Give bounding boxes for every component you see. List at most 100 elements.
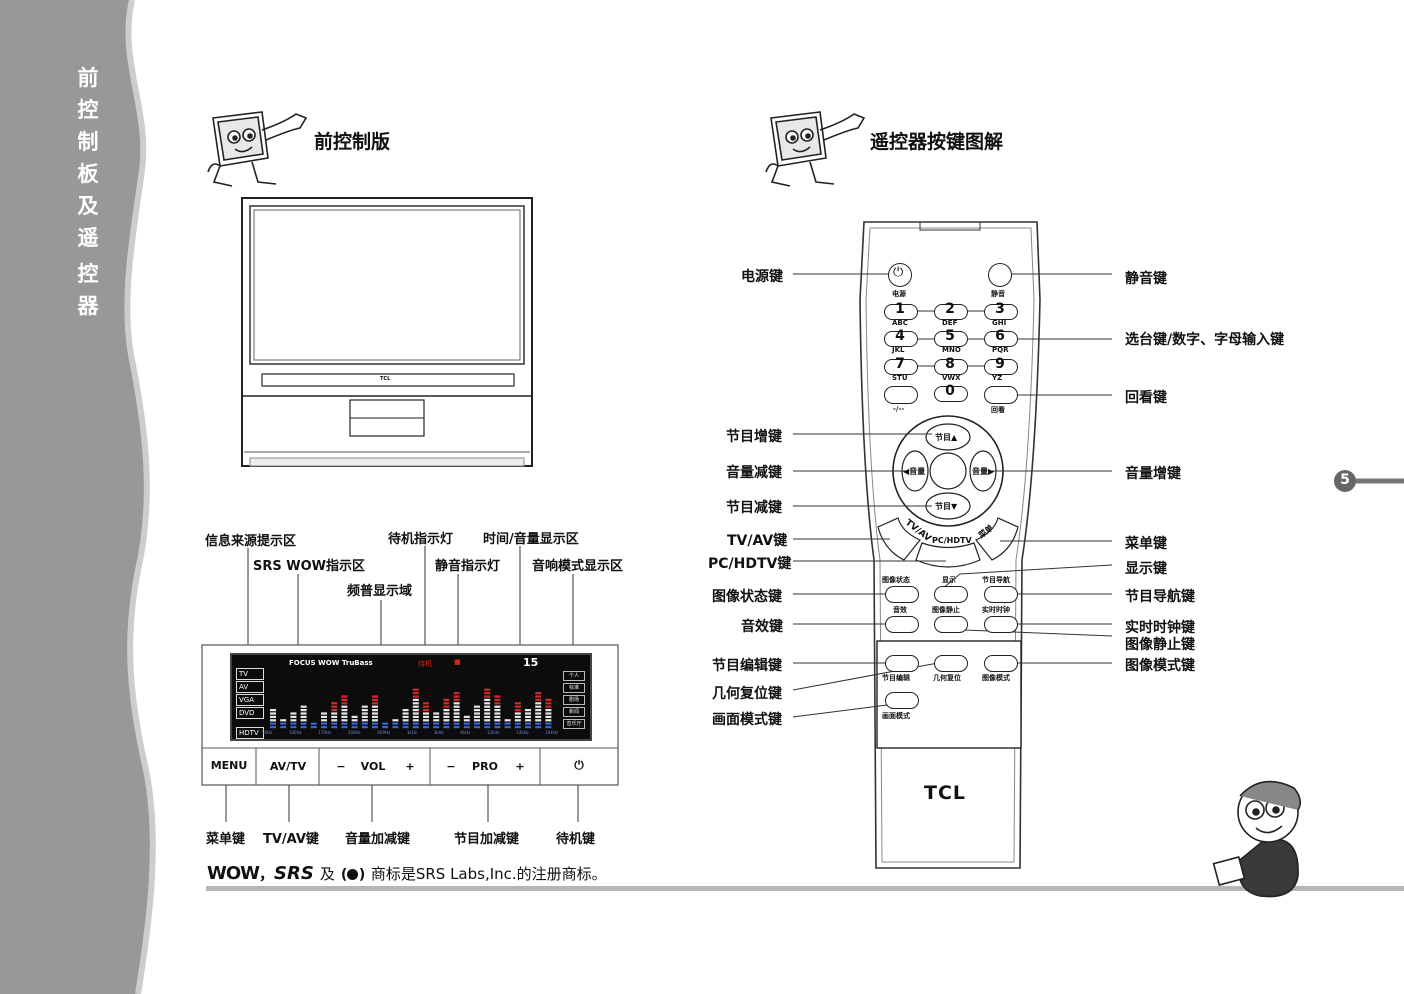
display-button[interactable]	[934, 586, 968, 603]
spectrum-segment	[331, 702, 338, 705]
spectrum-segment	[453, 702, 460, 705]
spectrum-segment	[463, 715, 470, 718]
freeze-button[interactable]	[934, 616, 968, 633]
callout-spectrum: 频普显示域	[347, 584, 413, 599]
geometry-button[interactable]	[934, 655, 968, 672]
sound-mode-theater: 剧场	[563, 695, 585, 705]
callout-vol-down-key: 音量减键	[726, 465, 782, 481]
spectrum-segment	[443, 705, 450, 708]
spectrum-segment	[545, 702, 552, 705]
spectrum-segment	[361, 705, 368, 708]
digit-7-button[interactable]	[884, 359, 918, 375]
spectrum-segment	[514, 719, 521, 722]
ch-down-button[interactable]: 节目▼	[935, 502, 958, 511]
callout-mute-light: 静音指示灯	[435, 559, 501, 574]
callout-tvav-key: TV/AV键	[263, 832, 319, 847]
callout-tvav-key: TV/AV键	[727, 533, 788, 549]
spectrum-segment	[392, 726, 399, 729]
prog-edit-button[interactable]	[885, 655, 919, 672]
page-number: 5	[1340, 472, 1350, 488]
mute-button[interactable]	[988, 263, 1012, 287]
pchdtv-button[interactable]: PC/HDTV	[932, 536, 972, 545]
spectrum-segment	[321, 719, 327, 722]
digit-6-button[interactable]	[984, 331, 1018, 347]
callout-pro-key: 节目加减键	[454, 832, 520, 847]
digit-3-button[interactable]	[984, 304, 1018, 320]
guide-button[interactable]	[984, 586, 1018, 603]
screen-mode-button[interactable]	[885, 692, 919, 709]
spectrum-segment	[463, 726, 470, 729]
page-number-badge	[1334, 470, 1356, 492]
callout-screen-mode-key: 画面模式键	[712, 712, 782, 728]
spectrum-segment	[412, 695, 419, 698]
sidebar-wave	[0, 0, 153, 994]
callout-power-key: 电源键	[741, 269, 783, 285]
dash-label: -/--	[893, 405, 905, 413]
callout-mute-key: 静音键	[1125, 271, 1167, 287]
digit-letters: STU	[892, 374, 908, 382]
vol-minus-button[interactable]: −	[336, 760, 346, 773]
spectrum-segment	[545, 719, 552, 722]
panel-power-icon[interactable]: ⏻	[574, 758, 584, 772]
panel-menu-button[interactable]: MENU	[210, 759, 248, 772]
picture-state-button[interactable]	[885, 586, 919, 603]
digit-number: 6	[995, 328, 1005, 344]
callout-guide-key: 节目导航键	[1125, 589, 1195, 605]
spectrum-segment	[535, 715, 542, 718]
sound-effect-button[interactable]	[885, 616, 919, 633]
spectrum-segment	[331, 719, 338, 722]
spectrum-segment	[535, 698, 542, 701]
spectrum-segment	[331, 726, 338, 729]
spectrum-segment	[545, 722, 552, 725]
digit-0-button[interactable]	[934, 386, 968, 402]
power-button[interactable]	[888, 263, 912, 287]
band-freq-label: 12kHz	[486, 730, 500, 735]
spectrum-segment	[290, 712, 297, 715]
pro-plus-button[interactable]: +	[515, 760, 525, 773]
spectrum-segment	[423, 726, 429, 729]
vol-plus-button[interactable]: +	[405, 760, 415, 773]
digit-number: 5	[945, 328, 955, 344]
panel-avtv-button[interactable]: AV/TV	[269, 760, 307, 773]
ch-up-button[interactable]: 节目▲	[935, 433, 958, 442]
dash-button[interactable]	[884, 386, 918, 404]
clock-button[interactable]	[984, 616, 1018, 633]
sound-mode-standard: 标准	[563, 683, 585, 693]
spectrum-segment	[484, 722, 491, 725]
spectrum-segment	[280, 726, 287, 729]
trademark-notice: WOW ， SRS 及 ( ) 商标是SRS Labs,Inc.的注册商标。	[207, 863, 607, 884]
digit-1-button[interactable]	[884, 304, 918, 320]
spectrum-segment	[443, 698, 450, 701]
spectrum-segment	[290, 726, 297, 729]
spectrum-segment	[474, 715, 480, 718]
spectrum-segment	[300, 719, 307, 722]
recall-button[interactable]	[984, 386, 1018, 404]
spectrum-segment	[535, 709, 542, 712]
digit-5-button[interactable]	[934, 331, 968, 347]
vol-down-button[interactable]: ◀音量	[903, 467, 926, 476]
vol-up-button[interactable]: 音量▶	[972, 467, 995, 476]
spectrum-segment	[514, 722, 521, 725]
digit-2-button[interactable]	[934, 304, 968, 320]
pro-minus-button[interactable]: −	[446, 760, 456, 773]
spectrum-segment	[504, 722, 511, 725]
spectrum-segment	[463, 719, 470, 722]
srs-logos: FOCUS WOW TruBass	[289, 659, 373, 667]
srs-circle-logo-icon: ( )	[340, 866, 366, 883]
spectrum-segment	[402, 709, 409, 712]
power-label: 电源	[892, 290, 906, 298]
spectrum-segment	[341, 722, 348, 725]
spectrum-segment	[525, 715, 531, 718]
spectrum-segment	[341, 695, 348, 698]
digit-4-button[interactable]	[884, 331, 918, 347]
freeze-label: 图像静止	[932, 606, 960, 614]
digit-9-button[interactable]	[984, 359, 1018, 375]
spectrum-segment	[494, 722, 501, 725]
clock-label: 实时时钟	[982, 606, 1010, 614]
spectrum-segment	[392, 722, 399, 725]
spectrum-segment	[412, 688, 419, 691]
spectrum-segment	[331, 705, 338, 708]
trademark-ji: 及	[319, 865, 335, 883]
digit-8-button[interactable]	[934, 359, 968, 375]
picture-mode-button[interactable]	[984, 655, 1018, 672]
